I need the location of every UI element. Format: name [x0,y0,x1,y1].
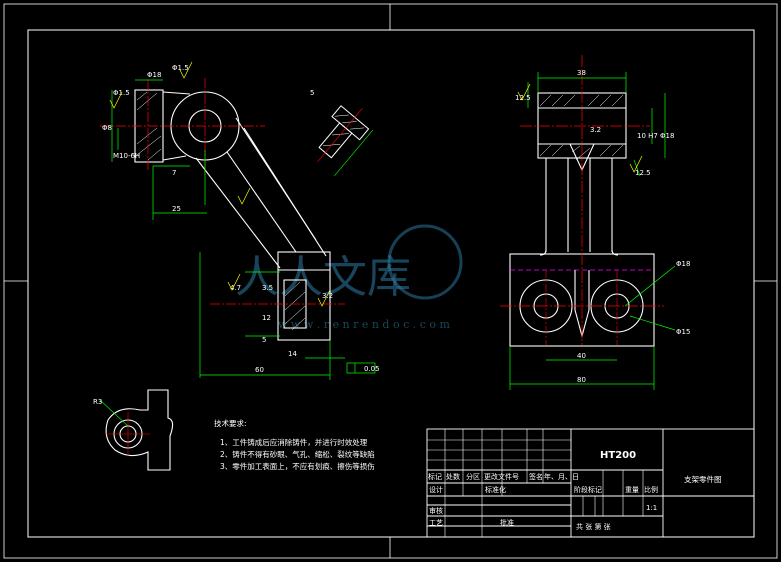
tb-weight: 重量 [625,486,639,494]
notes-item-2: 2、铸件不得有砂眼、气孔、缩松、裂纹等缺陷 [220,449,375,459]
front-view [100,78,345,341]
tb-signature: 签名 [529,472,543,481]
dim-d14: 14 [288,350,297,358]
dim-d26: 80 [577,376,586,384]
title-block [426,428,755,538]
front-view-dimensions [111,79,376,380]
tb-date: 年、月、日 [544,472,579,481]
dim-d6: 7 [172,169,176,177]
side-view [500,55,664,347]
watermark-url: w w w . r e n r e n d o c . c o m [278,318,450,331]
dim-d22: 12.5 [635,169,651,177]
tb-mark: 标记 [428,472,442,481]
dim-d16: 0.05 [364,365,380,373]
drawing-name: 支架零件图 [684,474,722,484]
dim-d8: 5 [310,89,314,97]
detail-view [99,389,174,471]
dim-d21: 10 H7 [637,132,658,140]
watermark-text: 人人文库 [235,252,411,303]
roughness-symbols [109,61,643,307]
dim-d24: Φ15 [676,328,690,336]
material: HT200 [600,450,636,461]
title-block-text: HT200 支架零件图 标记 处数 分区 更改文件号 签名 年、月、日 设计 标… [428,450,722,531]
dim-d9: 4.7 [230,284,241,292]
dim-d5: M10-6H [113,152,140,160]
tb-approve: 批准 [500,518,514,527]
tb-scale: 1:1 [646,504,657,512]
notes-heading: 技术要求: [214,418,247,428]
dim-d17: 38 [577,69,586,77]
tb-zone: 分区 [466,472,480,481]
inner-frame [27,29,755,538]
tb-process: 工艺 [429,519,443,527]
dim-d25: 40 [577,352,586,360]
tb-review: 审核 [429,506,443,515]
tb-stage-mark: 阶段标记 [574,485,602,494]
tb-design: 设计 [429,485,443,494]
dim-d10: 3.5 [262,284,273,292]
rib-section [317,105,374,177]
watermark-ring [387,224,463,300]
dim-d11: 12 [262,314,271,322]
dim-d15: 60 [255,366,264,374]
dim-d2: Φ1.5 [172,64,189,72]
tb-sheet: 共 张 第 张 [576,522,611,531]
dim-d23: Φ18 [676,260,690,268]
side-view-labels: 38 12.5 3.2 Φ18 10 H7 12.5 Φ18 Φ15 40 80 [515,69,690,384]
dim-d12: 3.2 [322,292,333,300]
watermark: 人人文库 w w w . r e n r e n d o c . c o m [235,224,463,331]
tb-ratio: 比例 [644,485,658,494]
dim-d19: 3.2 [590,126,601,134]
dim-d7: 25 [172,205,181,213]
dim-d4: Φ8 [102,124,112,132]
notes-item-1: 1、工件铸成后应消除铸件，并进行时效处理 [220,437,368,447]
dim-d1: Φ18 [147,71,161,79]
dim-d20: Φ18 [660,132,674,140]
tb-standardization: 标准化 [485,485,506,494]
tb-change-doc: 更改文件号 [484,472,519,481]
side-view-dimensions [509,72,676,390]
technical-notes: 技术要求: 1、工件铸成后应消除铸件，并进行时效处理 2、铸件不得有砂眼、气孔、… [214,418,375,471]
tb-count: 处数 [446,472,460,481]
dim-d27: R3 [93,398,102,406]
dim-d13: 5 [262,336,266,344]
notes-item-3: 3、零件加工表面上，不应有划痕、擦伤等损伤 [220,461,375,471]
